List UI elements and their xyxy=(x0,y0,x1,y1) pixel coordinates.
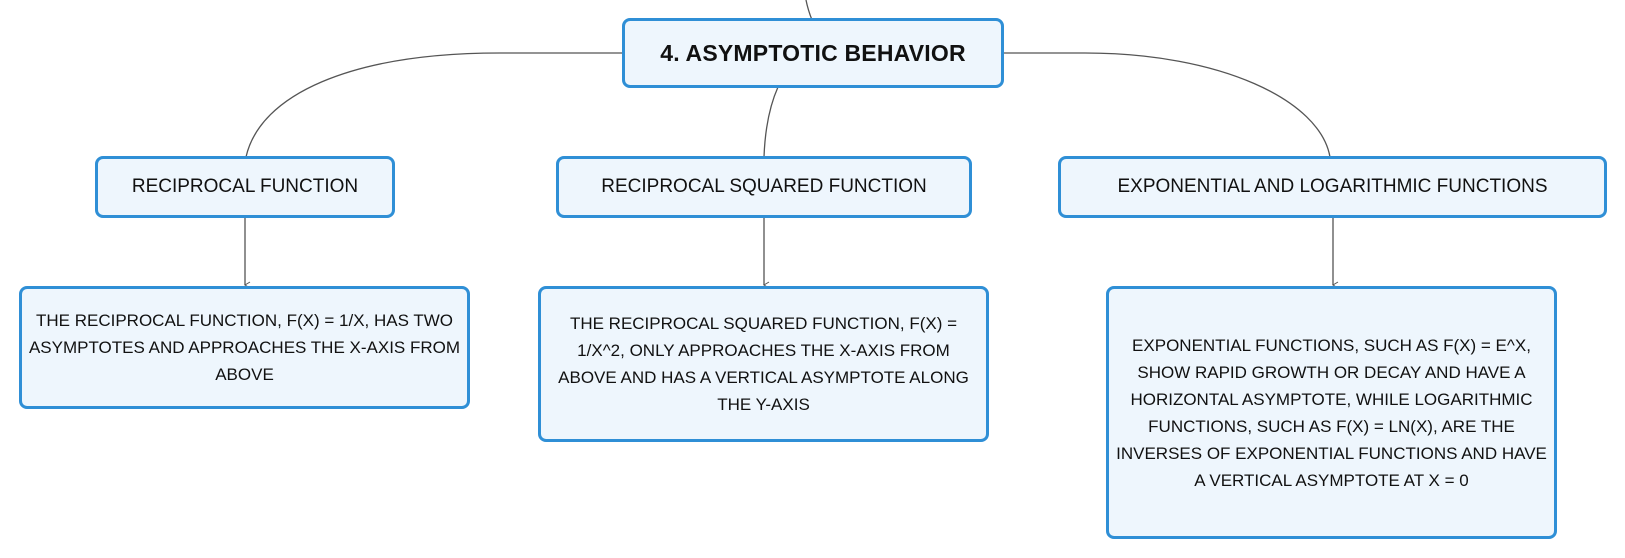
branch-label-reciprocal: RECIPROCAL FUNCTION xyxy=(131,176,359,197)
root-node[interactable]: 4. ASYMPTOTIC BEHAVIOR xyxy=(622,18,1004,88)
detail-text-reciprocal-squared: THE RECIPROCAL SQUARED FUNCTION, F(X) = … xyxy=(558,314,969,414)
branch-label-reciprocal-squared: RECIPROCAL SQUARED FUNCTION xyxy=(601,176,927,197)
branch-node-exponential[interactable]: EXPONENTIAL AND LOGARITHMIC FUNCTIONS xyxy=(1058,156,1607,218)
branch-node-reciprocal-squared[interactable]: RECIPROCAL SQUARED FUNCTION xyxy=(556,156,972,218)
detail-text-exponential: EXPONENTIAL FUNCTIONS, SUCH AS F(X) = E^… xyxy=(1116,335,1547,490)
connector-from-parent xyxy=(805,0,813,21)
detail-node-exponential[interactable]: EXPONENTIAL FUNCTIONS, SUCH AS F(X) = E^… xyxy=(1106,286,1557,539)
connector-root-to-reciprocal xyxy=(245,52,622,158)
branch-node-reciprocal[interactable]: RECIPROCAL FUNCTION xyxy=(95,156,395,218)
detail-text-reciprocal: THE RECIPROCAL FUNCTION, F(X) = 1/X, HAS… xyxy=(28,311,461,384)
detail-node-reciprocal[interactable]: THE RECIPROCAL FUNCTION, F(X) = 1/X, HAS… xyxy=(19,286,470,409)
root-label: 4. ASYMPTOTIC BEHAVIOR xyxy=(660,39,966,66)
detail-node-reciprocal-squared[interactable]: THE RECIPROCAL SQUARED FUNCTION, F(X) = … xyxy=(538,286,989,442)
connector-root-to-reciprocal-squared xyxy=(763,86,779,158)
connector-root-to-exponential xyxy=(1003,52,1331,158)
branch-label-exponential: EXPONENTIAL AND LOGARITHMIC FUNCTIONS xyxy=(1117,176,1548,197)
